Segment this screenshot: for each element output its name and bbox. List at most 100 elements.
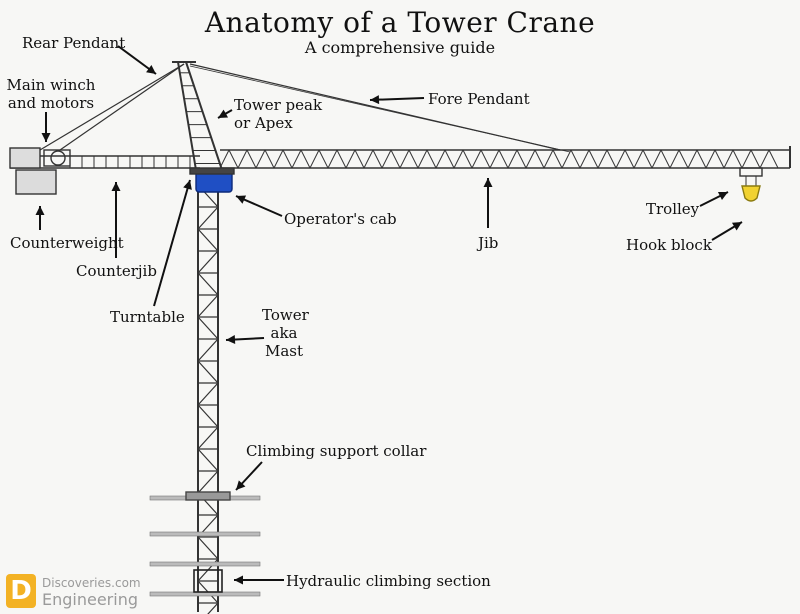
arrow-fore-pendant	[369, 95, 425, 105]
jib-lattice	[408, 149, 419, 169]
jib-lattice	[507, 149, 518, 169]
label-trolley: Trolley	[646, 200, 700, 218]
mast-diagonal-brace	[197, 426, 219, 450]
jib-lattice	[489, 149, 500, 169]
jib-lattice	[750, 149, 761, 169]
page-title: Anatomy of a Tower Crane	[204, 6, 596, 39]
jib-lattice	[660, 149, 671, 169]
arrow-head	[146, 65, 156, 74]
arrow-head	[234, 575, 243, 585]
jib-lattice	[291, 149, 302, 169]
hydraulic-climbing-section	[193, 569, 223, 593]
jib-lattice	[336, 149, 347, 169]
arrow-head	[236, 480, 246, 490]
jib-lattice	[687, 149, 698, 169]
arrow-head	[35, 206, 45, 215]
floor-slab	[149, 561, 261, 567]
jib-lattice	[723, 149, 734, 169]
mast-diagonal-brace	[197, 206, 219, 230]
jib-lattice	[579, 149, 590, 169]
arrow-climbing-collar	[235, 461, 263, 491]
jib-lattice	[678, 149, 689, 169]
arrow-head	[41, 133, 51, 142]
jib-lattice	[741, 149, 752, 169]
jib-lattice	[651, 149, 662, 169]
rear-pendant-2	[59, 63, 185, 151]
arrow-operators-cab	[235, 195, 283, 217]
mast-diagonal-brace	[197, 250, 219, 274]
jib-lattice	[606, 149, 617, 169]
label-hydraulic-section: Hydraulic climbing section	[286, 572, 491, 590]
jib-lattice	[273, 149, 284, 169]
mast-diagonal-brace	[197, 360, 219, 384]
jib-lattice	[561, 149, 572, 169]
label-jib: Jib	[478, 234, 499, 252]
label-rear-pendant: Rear Pendant	[22, 34, 126, 52]
jib-lattice	[264, 149, 275, 169]
jib-lattice	[417, 149, 428, 169]
jib-lattice	[363, 149, 374, 169]
arrow-head	[183, 180, 192, 190]
jib-lattice	[237, 149, 248, 169]
label-operators-cab: Operator's cab	[284, 210, 397, 228]
arrow-hydraulic-section	[234, 575, 284, 585]
label-counterweight: Counterweight	[10, 234, 124, 252]
jib-lattice	[570, 149, 581, 169]
jib-lattice	[471, 149, 482, 169]
jib-lattice	[462, 149, 473, 169]
jib-lattice	[624, 149, 635, 169]
jib-lattice	[732, 149, 743, 169]
jib-lattice	[642, 149, 653, 169]
jib-lattice	[435, 149, 446, 169]
arrow-shaft	[153, 179, 191, 307]
turntable-ring	[189, 167, 235, 175]
jib-lattice	[552, 149, 563, 169]
label-tower-line3: Mast	[264, 342, 304, 360]
jib-lattice	[525, 149, 536, 169]
jib-lattice	[714, 149, 725, 169]
arrow-hook-block	[711, 221, 743, 241]
trolley	[739, 167, 763, 177]
jib-lattice	[534, 149, 545, 169]
jib-lattice	[444, 149, 455, 169]
mast-diagonal-brace	[197, 536, 219, 560]
hook-block	[741, 185, 761, 202]
jib-lattice	[345, 149, 356, 169]
label-tower-peak-line1: Tower peak	[234, 96, 323, 114]
jib-lattice	[381, 149, 392, 169]
jib-lattice	[597, 149, 608, 169]
climbing-support-collar	[185, 491, 231, 501]
arrow-head	[483, 178, 493, 187]
arrow-trolley	[699, 191, 729, 207]
arrow-head	[370, 95, 380, 105]
mast-diagonal-brace	[197, 294, 219, 318]
jib-lattice	[633, 149, 644, 169]
jib-lattice	[399, 149, 410, 169]
label-counterjib: Counterjib	[76, 262, 157, 280]
mast-diagonal-brace	[197, 470, 219, 494]
arrow-jib	[483, 178, 493, 228]
jib-lattice	[498, 149, 509, 169]
jib-lattice	[669, 149, 680, 169]
jib-lattice	[543, 149, 554, 169]
jib-lattice	[309, 149, 320, 169]
jib-lattice	[372, 149, 383, 169]
label-hook-block: Hook block	[626, 236, 712, 254]
fore-pendant-2	[189, 65, 571, 153]
jib-lattice	[426, 149, 437, 169]
jib-lattice	[327, 149, 338, 169]
logo-line1: Discoveries.com	[42, 576, 141, 590]
label-tower-line2: aka	[270, 324, 298, 342]
mast-diagonal-brace	[197, 404, 219, 428]
jib-lattice	[705, 149, 716, 169]
counterweight-block	[15, 169, 57, 195]
motor-housing	[43, 149, 71, 167]
label-tower: Tower aka Mast	[262, 306, 309, 360]
arrow-main-winch	[41, 112, 51, 142]
label-tower-line1: Tower	[262, 306, 309, 324]
arrow-counterweight	[35, 206, 45, 230]
mast-diagonal-brace	[207, 602, 219, 614]
page-subtitle: A comprehensive guide	[304, 38, 496, 57]
label-turntable: Turntable	[110, 308, 185, 326]
